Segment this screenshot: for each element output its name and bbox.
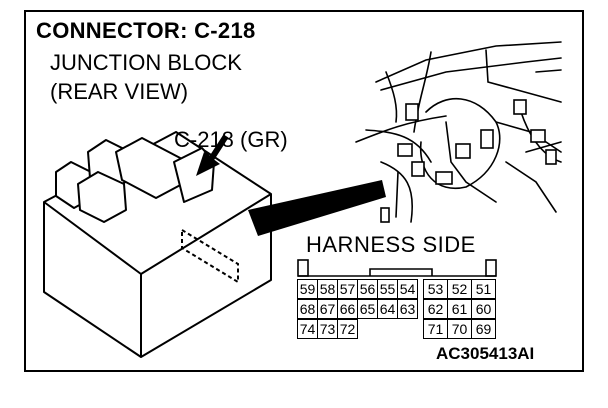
pin-cell: 63 bbox=[397, 299, 418, 319]
subtitle-line-2: (REAR VIEW) bbox=[50, 79, 189, 104]
arrow-icon bbox=[196, 134, 229, 176]
pin-cell: 73 bbox=[317, 319, 338, 339]
junction-block-illustration bbox=[43, 131, 272, 358]
pin-cell: 65 bbox=[357, 299, 378, 319]
pin-empty bbox=[377, 319, 398, 339]
pin-cell: 67 bbox=[317, 299, 338, 319]
pin-cell: 57 bbox=[337, 279, 358, 299]
pin-cell: 61 bbox=[447, 299, 472, 319]
pin-cell: 72 bbox=[337, 319, 358, 339]
diagram-frame: CONNECTOR: C-218 JUNCTION BLOCK (REAR VI… bbox=[24, 10, 584, 372]
pin-cell: 55 bbox=[377, 279, 398, 299]
pin-cell: 70 bbox=[447, 319, 472, 339]
connector-callout-label: C-218 (GR) bbox=[174, 127, 288, 152]
pin-cell: 64 bbox=[377, 299, 398, 319]
pin-cell: 58 bbox=[317, 279, 338, 299]
pin-cell: 52 bbox=[447, 279, 472, 299]
pin-cell: 71 bbox=[423, 319, 448, 339]
harness-side-label: HARNESS SIDE bbox=[306, 232, 476, 257]
diagram-artwork bbox=[43, 41, 562, 358]
pin-cell: 59 bbox=[297, 279, 318, 299]
pointer-wedge bbox=[248, 180, 386, 236]
pin-empty bbox=[397, 319, 418, 339]
pin-cell: 66 bbox=[337, 299, 358, 319]
pin-empty bbox=[357, 319, 378, 339]
subtitle-line-1: JUNCTION BLOCK bbox=[50, 50, 242, 75]
pin-cell: 69 bbox=[471, 319, 496, 339]
pin-cell: 74 bbox=[297, 319, 318, 339]
pin-cell: 62 bbox=[423, 299, 448, 319]
pin-cell: 56 bbox=[357, 279, 378, 299]
connector-location-outline bbox=[181, 228, 239, 284]
pin-cell: 54 bbox=[397, 279, 418, 299]
pin-cell: 53 bbox=[423, 279, 448, 299]
pin-cell: 60 bbox=[471, 299, 496, 319]
connector-title: CONNECTOR: C-218 bbox=[36, 18, 256, 43]
dashboard-wiring-illustration bbox=[355, 41, 562, 223]
connector-housing bbox=[297, 259, 497, 277]
figure-code: AC305413AI bbox=[436, 344, 535, 363]
wiring-connectors bbox=[380, 99, 557, 223]
pin-cell: 51 bbox=[471, 279, 496, 299]
pin-cell: 68 bbox=[297, 299, 318, 319]
